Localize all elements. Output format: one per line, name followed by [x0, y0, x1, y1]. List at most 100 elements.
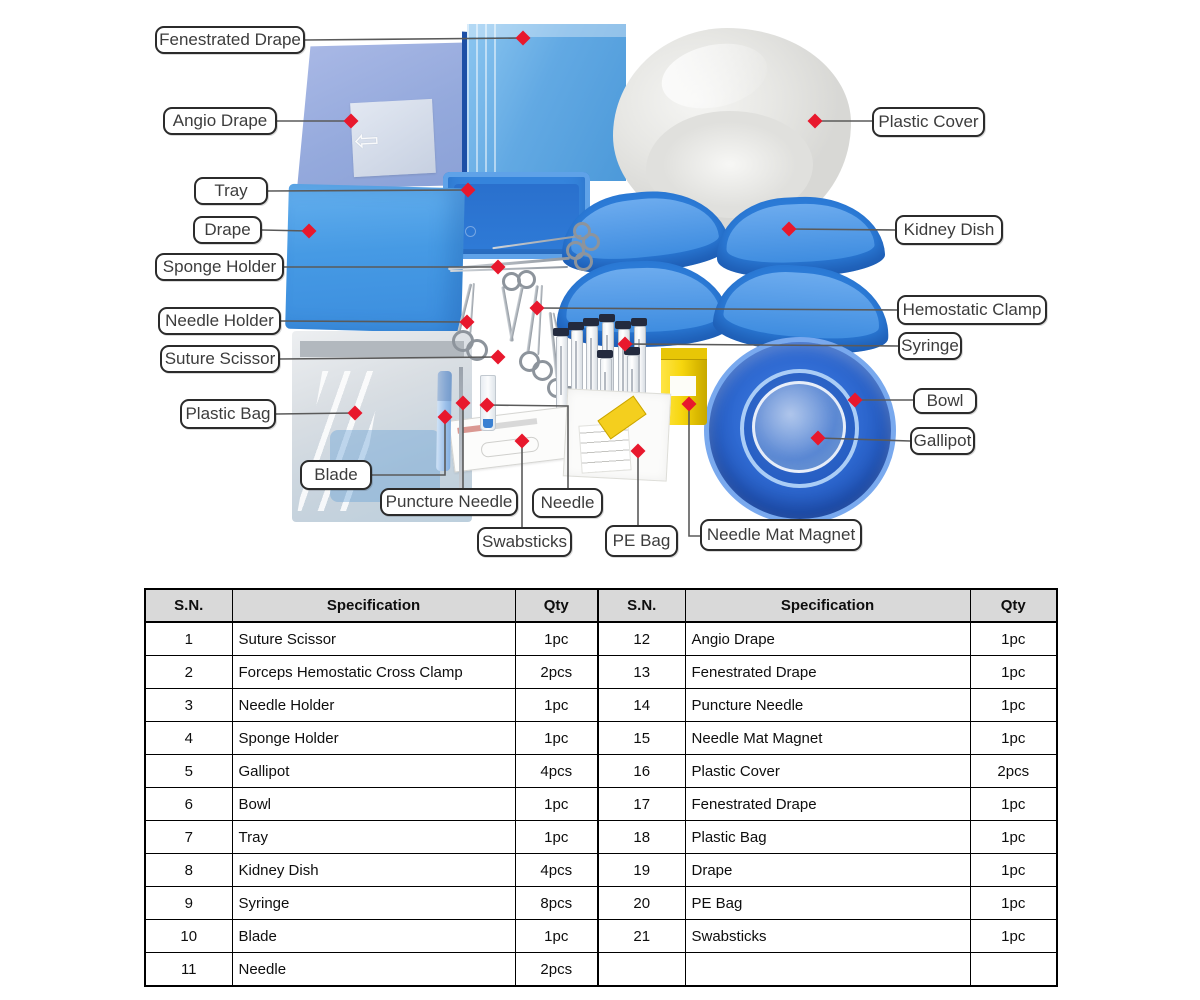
table-cell: Suture Scissor	[231, 621, 516, 656]
blade-image	[436, 370, 452, 472]
callout-label-tray: Tray	[194, 177, 268, 205]
table-cell: 20	[597, 886, 686, 920]
table-cell: Forceps Hemostatic Cross Clamp	[231, 655, 516, 689]
table-cell: 1pc	[514, 688, 599, 722]
table-cell: 12	[597, 621, 686, 656]
table-cell: Plastic Cover	[684, 754, 971, 788]
table-cell: 2pcs	[969, 754, 1058, 788]
table-cell: 1pc	[969, 621, 1058, 656]
table-cell: 1pc	[969, 919, 1058, 953]
callout-label-bowl: Bowl	[913, 388, 977, 414]
callout-label-sponge-holder: Sponge Holder	[155, 253, 284, 281]
table-cell: Needle Holder	[231, 688, 516, 722]
callout-label-plastic-cover: Plastic Cover	[872, 107, 985, 137]
callout-label-kidney-dish: Kidney Dish	[895, 215, 1003, 245]
arrow-left-icon: ⇦	[353, 123, 381, 159]
table-cell: 1pc	[969, 688, 1058, 722]
table-cell: 14	[597, 688, 686, 722]
table-cell: 1pc	[969, 820, 1058, 854]
table-cell: Angio Drape	[684, 621, 971, 656]
callout-label-puncture-needle: Puncture Needle	[380, 488, 518, 516]
table-cell: 19	[597, 853, 686, 887]
marker-diamond-suture-scissor	[490, 349, 506, 365]
callout-label-blade: Blade	[300, 460, 372, 490]
puncture-needle-image	[459, 367, 463, 489]
table-cell: 11	[144, 952, 233, 987]
table-cell: 4	[144, 721, 233, 755]
fenestrated-drape-image	[467, 24, 626, 181]
table-cell: Kidney Dish	[231, 853, 516, 887]
table-cell: 2pcs	[514, 952, 599, 987]
header-cell: Qty	[514, 588, 599, 623]
table-cell: Blade	[231, 919, 516, 953]
table-cell: 1pc	[969, 853, 1058, 887]
needle-image	[480, 375, 496, 431]
table-cell: 1pc	[514, 621, 599, 656]
syringe-image	[553, 328, 569, 410]
table-cell: Syringe	[231, 886, 516, 920]
table-cell: 16	[597, 754, 686, 788]
table-cell: Tray	[231, 820, 516, 854]
table-cell: 8	[144, 853, 233, 887]
callout-label-suture-scissor: Suture Scissor	[160, 345, 280, 373]
header-cell: Specification	[684, 588, 971, 623]
product-photo: ⇦	[0, 0, 1200, 580]
callout-label-hemostatic-clamp: Hemostatic Clamp	[897, 295, 1047, 325]
table-cell: 1	[144, 621, 233, 656]
callout-label-pe-bag: PE Bag	[605, 525, 678, 557]
table-cell: Sponge Holder	[231, 721, 516, 755]
callout-label-angio-drape: Angio Drape	[163, 107, 277, 135]
table-cell: 9	[144, 886, 233, 920]
angio-drape-image: ⇦	[297, 42, 489, 189]
header-cell: Qty	[969, 588, 1058, 623]
table-cell: Fenestrated Drape	[684, 655, 971, 689]
table-cell: Drape	[684, 853, 971, 887]
callout-label-fenestrated-drape: Fenestrated Drape	[155, 26, 305, 54]
table-cell: 1pc	[514, 721, 599, 755]
header-cell: Specification	[231, 588, 516, 623]
table-cell: Fenestrated Drape	[684, 787, 971, 821]
table-cell: Needle	[231, 952, 516, 987]
table-cell: PE Bag	[684, 886, 971, 920]
table-cell: Gallipot	[231, 754, 516, 788]
callout-label-needle: Needle	[532, 488, 603, 518]
callout-label-plastic-bag: Plastic Bag	[180, 399, 276, 429]
callout-label-gallipot: Gallipot	[910, 427, 975, 455]
table-cell: 17	[597, 787, 686, 821]
table-cell: Bowl	[231, 787, 516, 821]
fenestration-film: ⇦	[350, 98, 436, 178]
callout-label-swabsticks: Swabsticks	[477, 527, 572, 557]
table-cell: 8pcs	[514, 886, 599, 920]
table-cell: 7	[144, 820, 233, 854]
table-cell: 18	[597, 820, 686, 854]
table-cell: 5	[144, 754, 233, 788]
table-cell: 13	[597, 655, 686, 689]
table-cell: 15	[597, 721, 686, 755]
table-cell: 1pc	[514, 787, 599, 821]
table-cell: Puncture Needle	[684, 688, 971, 722]
table-cell: 1pc	[969, 886, 1058, 920]
callout-label-syringe: Syringe	[898, 332, 962, 360]
callout-label-needle-mat-magnet: Needle Mat Magnet	[700, 519, 862, 551]
table-cell: Needle Mat Magnet	[684, 721, 971, 755]
table-cell: 1pc	[514, 820, 599, 854]
table-cell: 1pc	[514, 919, 599, 953]
callout-label-needle-holder: Needle Holder	[158, 307, 281, 335]
table-cell	[597, 952, 686, 987]
table-cell	[969, 952, 1058, 987]
table-cell: 21	[597, 919, 686, 953]
header-cell: S.N.	[597, 588, 686, 623]
